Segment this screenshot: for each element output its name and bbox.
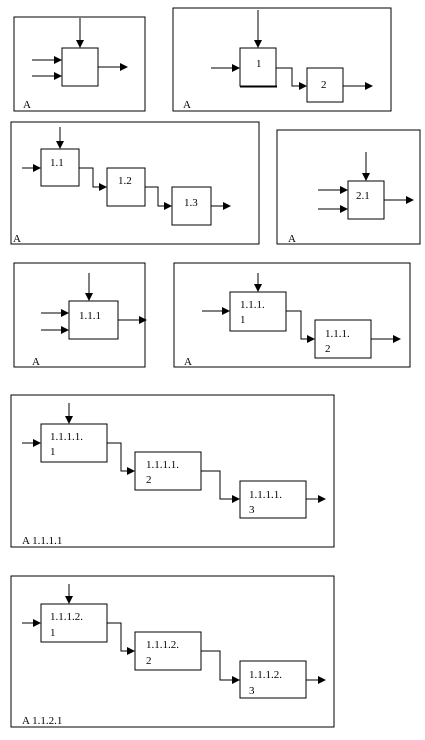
block-label-line2: 2 (325, 343, 331, 355)
diagram-frame (173, 262, 411, 368)
diagram-a2: 2.1 A (276, 129, 421, 245)
diagram-label: A 1.1.1.1 (22, 535, 62, 547)
block-label-line1: 1.1.1.2. (50, 611, 83, 623)
diagram-a111: 1.1.1. 1 1.1.1. 2 A (173, 262, 411, 368)
block-label-line1: 1.1.1.1. (249, 489, 282, 501)
connector-arrow (79, 167, 107, 191)
block-label-line2: 2 (146, 655, 152, 667)
diagram-frame (172, 7, 392, 112)
block-label-line2: 1 (240, 314, 246, 326)
connector-arrow (145, 186, 172, 210)
block-label-line1: 1.1.1.2. (146, 639, 179, 651)
diagram-a1121: 1.1.1.2. 1 1.1.1.2. 2 1.1.1.2. 3 A 1.1.2… (10, 575, 335, 728)
block-label-line1: 1.1.1.1. (146, 459, 179, 471)
function-block (171, 186, 212, 226)
diagram-label: A (288, 233, 296, 245)
function-block (347, 180, 385, 220)
function-block (106, 167, 146, 207)
block-label-line1: 1.1.1. (240, 299, 265, 311)
block-label-line1: 1.1.1. (325, 328, 350, 340)
block-label: 1 (256, 58, 262, 70)
diagram-a1: 1.1 1.2 1.3 A (10, 121, 260, 245)
diagram-label: A (183, 99, 191, 111)
connector-arrow (201, 650, 240, 684)
function-block (229, 291, 287, 332)
block-label-line2: 1 (50, 446, 56, 458)
function-block-top (61, 47, 99, 87)
diagram-a0: 1 2 A (172, 7, 392, 112)
diagram-label: A (184, 356, 192, 368)
block-label-line1: 1.1.1.2. (249, 669, 282, 681)
connector-arrow (201, 470, 240, 503)
connector-arrow (107, 442, 135, 475)
block-label-line2: 3 (249, 504, 255, 516)
diagram-label: A 1.1.2.1 (22, 715, 62, 727)
block-label: 1.2 (118, 175, 132, 187)
block-label-line2: 3 (249, 685, 255, 697)
diagram-label: A (32, 356, 40, 368)
function-block (40, 148, 80, 187)
function-block (134, 631, 202, 671)
function-block (134, 451, 202, 491)
function-block (40, 603, 108, 643)
block-label: 2 (321, 79, 327, 91)
block-label: 1.1 (50, 157, 64, 169)
function-block (239, 660, 307, 699)
diagram-label: A (23, 99, 31, 111)
diagram-label: A (13, 233, 21, 245)
function-block (239, 480, 307, 519)
connector-arrow (286, 310, 315, 343)
block-label-line2: 2 (146, 474, 152, 486)
diagram-a1111: 1.1.1.1. 1 1.1.1.1. 2 1.1.1.1. 3 A 1.1.1… (10, 394, 335, 548)
function-block (68, 300, 119, 340)
block-label: 1.3 (184, 197, 198, 209)
block-label: 1.1.1 (79, 310, 101, 322)
block-label-line1: 1.1.1.1. (50, 431, 83, 443)
connector-arrow (107, 622, 135, 655)
diagram-top: A (13, 16, 146, 112)
block-label: 2.1 (356, 190, 370, 202)
function-block (40, 423, 108, 463)
block-label-line2: 1 (50, 627, 56, 639)
diagram-a11: 1.1.1 A (13, 262, 147, 368)
function-block (306, 67, 344, 103)
connector-arrow (276, 67, 307, 90)
